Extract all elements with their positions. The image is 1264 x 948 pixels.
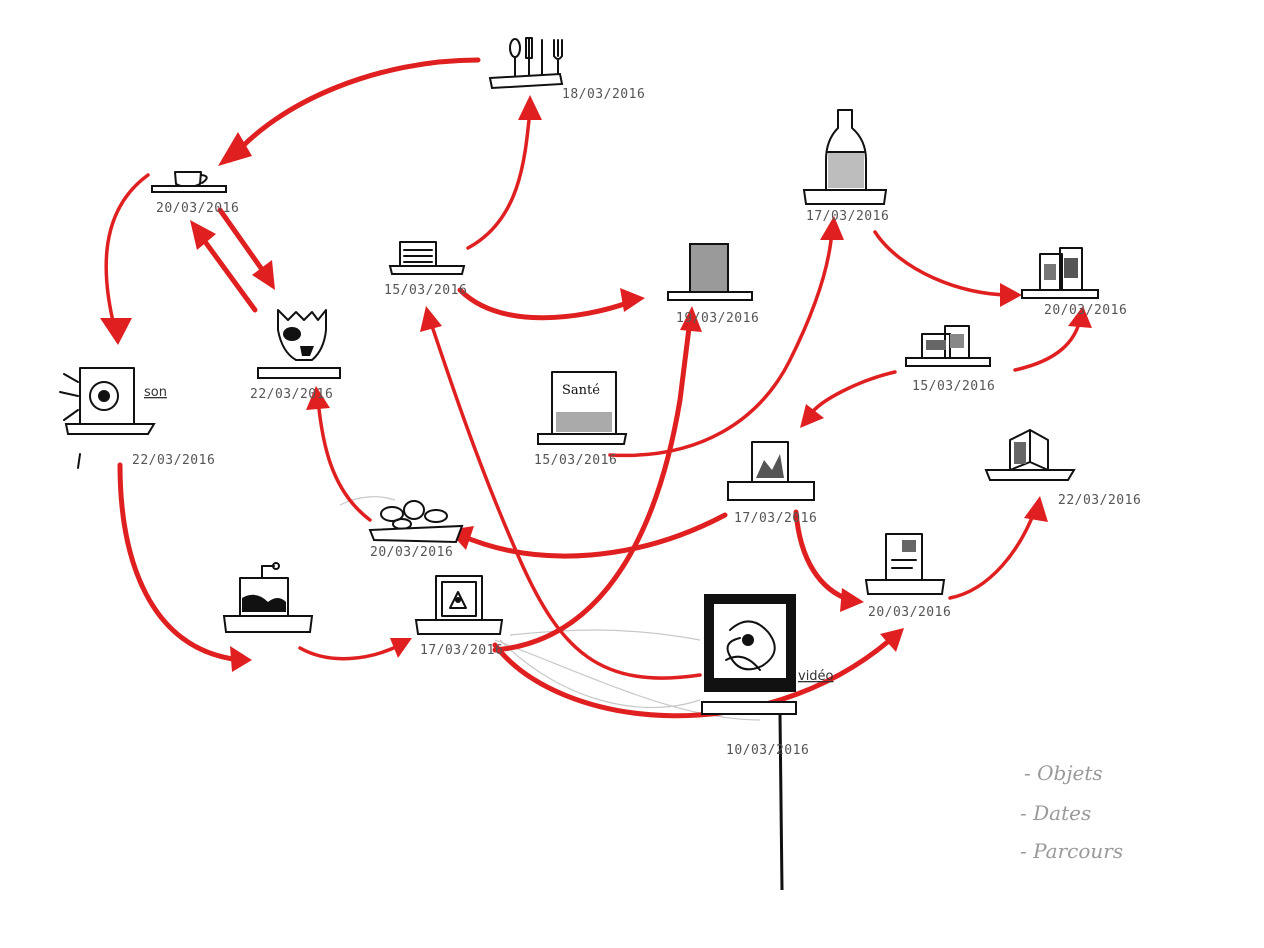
tablet-icon (399, 241, 437, 267)
node-mask: 22/03/2016 (250, 309, 341, 402)
cutlery-date: 18/03/2016 (562, 87, 645, 102)
cutlery-icon (509, 37, 563, 79)
route-grinder-to-box (298, 643, 402, 661)
mask-date: 22/03/2016 (250, 387, 333, 402)
grinder-icon (239, 562, 289, 617)
mask-icon (277, 309, 327, 361)
screen-cable (778, 713, 784, 891)
node-recycle-box: 17/03/2016 (414, 575, 504, 658)
route-frame-to-postcard (793, 509, 853, 603)
node-open-book: 22/03/2016 (984, 429, 1141, 508)
cutlery-shelf (488, 72, 564, 90)
tablet-date: 15/03/2016 (384, 283, 467, 298)
sign-text: Santé (562, 383, 600, 398)
node-cutlery: 18/03/2016 (488, 37, 645, 102)
small-cartons-date: 15/03/2016 (912, 379, 995, 394)
node-tablet: 15/03/2016 (384, 241, 467, 298)
postcard-shelf (864, 579, 946, 595)
legend: - Objets - Dates - Parcours (1020, 761, 1123, 863)
stones-date: 20/03/2016 (370, 545, 453, 560)
coffee-cup-icon (174, 171, 208, 188)
node-coffee-cup: 20/03/2016 (151, 171, 239, 216)
route-cartons-to-frame (808, 370, 897, 417)
mask-shelf (257, 367, 341, 379)
recycle-box-shelf (414, 619, 504, 635)
node-grinder (222, 562, 314, 633)
video-screen-icon (704, 594, 796, 692)
open-book-icon (1009, 429, 1049, 471)
route-bottle-to-milk (873, 230, 1012, 297)
route-frame-to-stones (457, 512, 728, 559)
route-screen-to-tablet (428, 318, 702, 680)
node-milk-cartons: 20/03/2016 (1021, 247, 1127, 318)
open-book-shelf (984, 469, 1076, 481)
small-cartons-shelf (905, 357, 991, 367)
route-tablet-to-cutlery (466, 108, 532, 250)
legend-item-objets: - Objets (1024, 761, 1103, 785)
speaker-date: 22/03/2016 (132, 453, 215, 468)
bottle-icon (825, 109, 867, 191)
sante-sign-shelf (537, 433, 628, 445)
postcard-date: 20/03/2016 (868, 605, 951, 620)
pencil-guides (339, 496, 761, 721)
screen-label: vidéo (798, 669, 834, 684)
legend-item-parcours: - Parcours (1020, 839, 1123, 863)
route-sign-to-bottle (608, 228, 834, 458)
gray-block-shelf (667, 291, 753, 301)
route-stones-to-mask (316, 398, 372, 522)
sign-icon: Santé (551, 371, 617, 435)
route-cup-to-mask (217, 207, 271, 281)
gray-block-date: 19/03/2016 (676, 311, 759, 326)
route-cutlery-to-cup (227, 57, 481, 163)
route-cartons-to-milk (1013, 318, 1082, 372)
small-cartons-icon (921, 325, 970, 359)
bottle-date: 17/03/2016 (806, 209, 889, 224)
node-bottle: 17/03/2016 (802, 109, 889, 224)
gray-block-icon (689, 243, 729, 293)
node-picture-frame: 17/03/2016 (727, 441, 817, 526)
milk-cartons-shelf (1021, 289, 1099, 299)
speaker-label: son (144, 385, 167, 400)
picture-frame-date: 17/03/2016 (734, 511, 817, 526)
route-tablet-to-block (457, 287, 633, 321)
milk-cartons-date: 20/03/2016 (1044, 303, 1127, 318)
node-stones: 20/03/2016 (368, 500, 464, 560)
route-mask-to-cup (195, 229, 258, 313)
recycle-box-icon (435, 575, 483, 621)
node-screen: vidéo 10/03/2016 (701, 594, 834, 891)
picture-frame-shelf (727, 481, 815, 501)
route-speaker-to-grinder (117, 462, 243, 663)
picture-frame-icon (751, 441, 789, 483)
speaker-shelf (64, 423, 156, 435)
recycle-box-date: 17/03/2016 (420, 643, 503, 658)
stones-shelf (368, 524, 464, 544)
sante-sign-date: 15/03/2016 (534, 453, 617, 468)
speaker-icon (59, 367, 135, 469)
open-book-date: 22/03/2016 (1058, 493, 1141, 508)
bottle-shelf (802, 189, 888, 205)
routes (100, 57, 1092, 719)
node-gray-block: 19/03/2016 (667, 243, 759, 326)
tablet-shelf (388, 265, 466, 275)
node-small-cartons: 15/03/2016 (905, 325, 995, 394)
node-speaker: son 22/03/2016 (59, 367, 215, 469)
node-sante-sign: Santé 15/03/2016 (534, 371, 628, 468)
postcard-icon (885, 533, 923, 581)
screen-shelf (701, 701, 797, 715)
node-postcard: 20/03/2016 (864, 533, 951, 620)
route-postcard-to-book (948, 508, 1037, 600)
coffee-cup-shelf (151, 185, 227, 193)
route-cup-to-speaker (104, 173, 150, 332)
stones-icon (380, 500, 448, 530)
screen-date: 10/03/2016 (726, 743, 809, 758)
coffee-cup-date: 20/03/2016 (156, 201, 239, 216)
route-box-to-postcard (492, 637, 893, 719)
legend-item-dates: - Dates (1020, 801, 1091, 825)
grinder-shelf (222, 615, 314, 633)
route-box-to-block (492, 317, 693, 653)
milk-cartons-icon (1039, 247, 1083, 291)
